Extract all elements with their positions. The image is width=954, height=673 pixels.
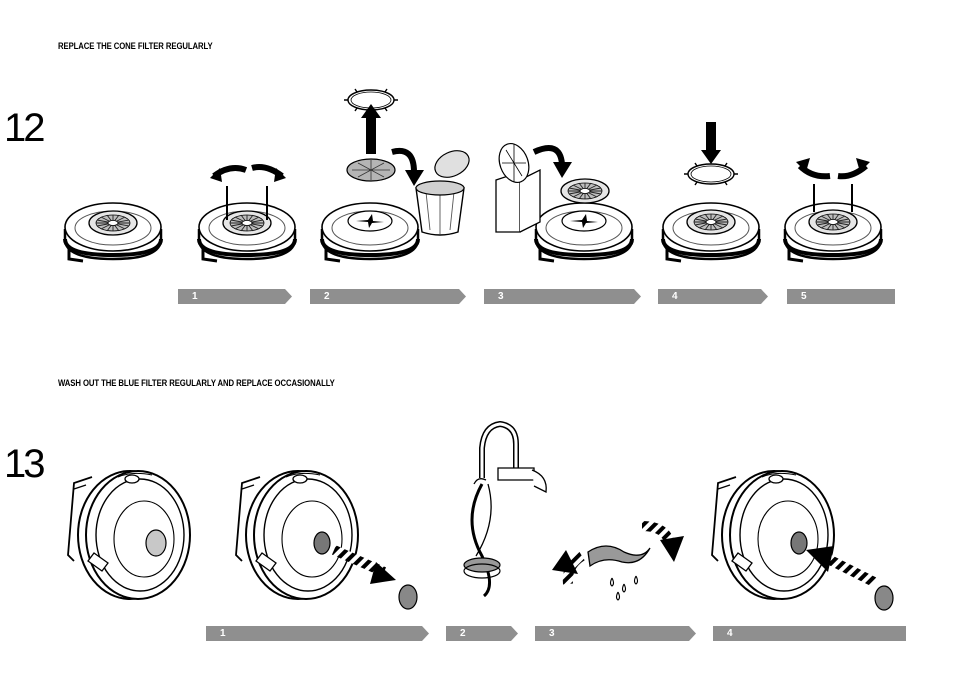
s12-step-5: 5 [787, 289, 895, 304]
s12-step-4: 4 [658, 289, 768, 304]
s13-illustration-4 [711, 470, 894, 611]
s12-illustration-5 [783, 158, 883, 263]
s12-illustration-4 [661, 122, 761, 263]
s12-step-3: 3 [484, 289, 641, 304]
section-13-heading: WASH OUT THE BLUE FILTER REGULARLY AND R… [58, 378, 335, 388]
s12-step-2: 2 [310, 289, 466, 304]
s13-step-2: 2 [446, 626, 518, 641]
s13-illustration-0 [67, 470, 191, 600]
s13-illustration-3 [552, 521, 684, 601]
s12-step-1: 1 [178, 289, 292, 304]
section-12-heading: REPLACE THE CONE FILTER REGULARLY [58, 41, 213, 51]
s12-illustration-0 [63, 201, 163, 263]
section-13-number: 13 [4, 442, 45, 486]
s13-step-4: 4 [713, 626, 906, 641]
s13-step-3: 3 [535, 626, 696, 641]
s13-illustration-2 [463, 420, 547, 598]
section-12-number: 12 [4, 106, 45, 150]
s12-illustration-1 [197, 164, 297, 263]
s13-step-1: 1 [206, 626, 429, 641]
s12-illustration-3 [495, 143, 634, 263]
s12-illustration-2 [320, 88, 470, 263]
s13-illustration-1 [235, 470, 418, 610]
